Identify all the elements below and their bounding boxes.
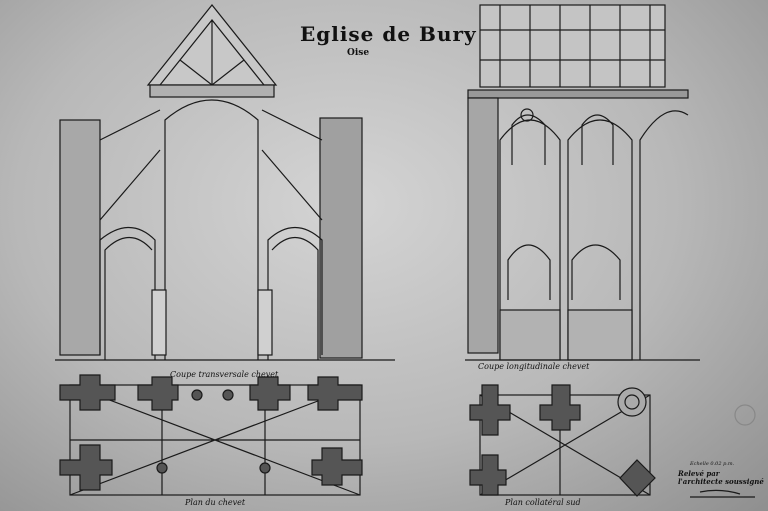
chevet-plan-drawing <box>59 374 363 496</box>
drawing-title: Eglise de Bury <box>300 22 477 46</box>
stamp-seal <box>734 404 756 426</box>
scale-note: Echelle 0.02 p.m. <box>690 461 735 467</box>
signature <box>690 489 755 498</box>
caption-transverse-section: Coupe transversale chevet <box>170 370 279 379</box>
transverse-section-drawing <box>55 4 395 361</box>
caption-south-aisle-plan: Plan collatéral sud <box>505 498 581 507</box>
drawing-subtitle: Oise <box>347 48 370 58</box>
caption-longitudinal-section: Coupe longitudinale chevet <box>478 362 590 371</box>
caption-chevet-plan: Plan du chevet <box>185 498 246 507</box>
longitudinal-section-drawing <box>465 4 700 361</box>
surveyed-by-note: Relevé par l'architecte soussigné <box>678 469 764 486</box>
south-aisle-plan-drawing <box>469 384 656 497</box>
